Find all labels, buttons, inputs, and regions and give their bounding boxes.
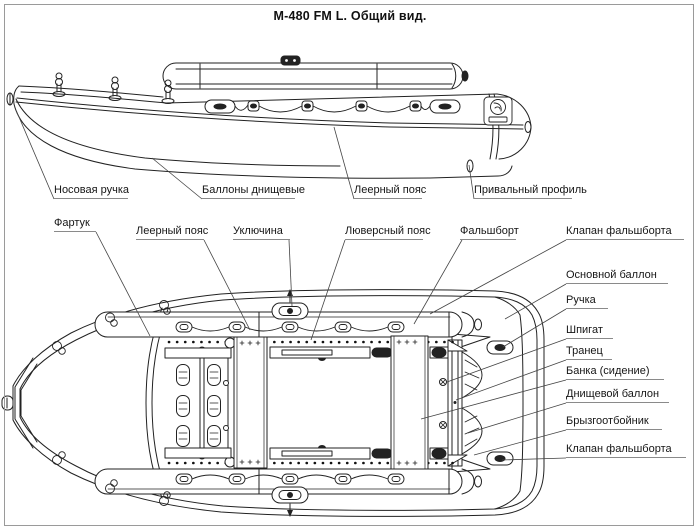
bow-floor-slots (176, 364, 229, 447)
label-bench-seat: Банка (сидение) (566, 365, 664, 380)
label-scupper: Шпигат (566, 324, 613, 339)
lifeline-plan (175, 321, 405, 485)
label-main-tube: Основной баллон (566, 269, 668, 284)
label-lifeline-plan: Леерный пояс (136, 225, 208, 240)
label-lifeline-side: Леерный пояс (354, 184, 426, 199)
bench-rear (390, 335, 429, 470)
label-handle: Ручка (566, 294, 608, 309)
label-spray-deflector: Брызгоотбойник (566, 415, 662, 430)
oarlock-bottom-icon (271, 486, 309, 517)
label-bow-handle: Носовая ручка (54, 184, 129, 199)
bow-ring-icons (52, 300, 171, 506)
deck-handle-icons (52, 72, 175, 104)
label-bulwark: Фальшборт (460, 225, 519, 240)
page-title: М-480 FM L. Общий вид. (273, 9, 427, 23)
label-bottom-tubes: Баллоны днищевые (202, 184, 305, 199)
label-apron: Фартук (54, 217, 96, 232)
label-grommet-belt: Люверсный пояс (345, 225, 431, 240)
transom (439, 339, 468, 467)
label-bottom-tube: Днищевой баллон (566, 388, 669, 403)
label-bulwark-valve-bottom: Клапан фальшборта (566, 443, 686, 458)
label-oarlock: Уключина (233, 225, 290, 240)
leader-lines (15, 109, 567, 461)
bench-front (233, 336, 268, 469)
grommet-rows (167, 340, 455, 465)
floorboard (164, 337, 449, 468)
oarlock-top-icon (271, 289, 309, 320)
lifeline-side (204, 99, 461, 114)
label-bulwark-valve-top: Клапан фальшборта (566, 225, 684, 240)
side-view-drawing (6, 55, 532, 179)
brand-logo-icon (483, 96, 513, 126)
plan-view-drawing (1, 289, 545, 517)
label-rub-profile: Привальный профиль (474, 184, 587, 199)
label-transom: Транец (566, 345, 612, 360)
